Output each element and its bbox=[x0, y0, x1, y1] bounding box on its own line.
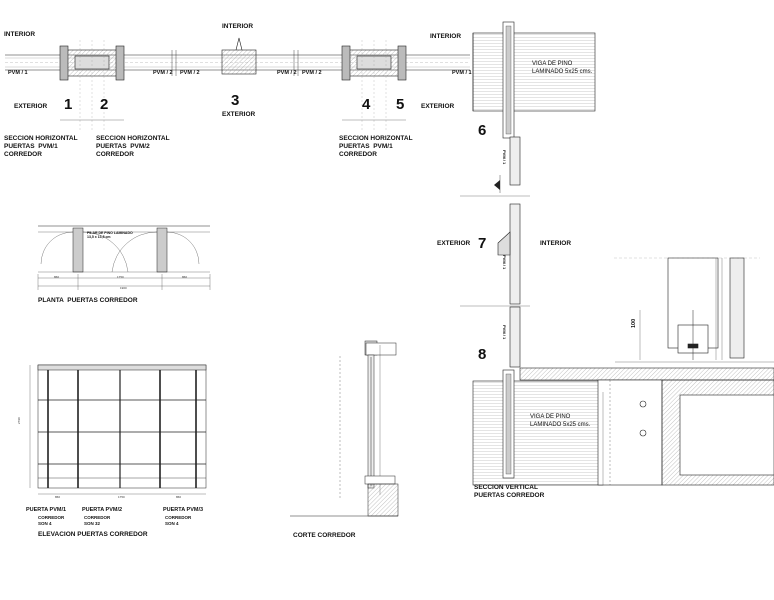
pvm2-tag-c: PVM / 2 bbox=[277, 70, 297, 76]
pvm1-vertical-tag-c: PVM / 1 bbox=[502, 325, 507, 340]
elev-dim-height: 2790 bbox=[17, 417, 21, 424]
elev-dim-c: 860 bbox=[176, 495, 182, 499]
door-pvm1-name: PUERTA PVM/1 bbox=[26, 507, 67, 513]
caption-corte: CORTE CORREDOR bbox=[293, 532, 356, 539]
caption-planta: PLANTA PUERTAS CORREDOR bbox=[38, 297, 138, 304]
caption-vertical-section: SECCION VERTICAL PUERTAS CORREDOR bbox=[474, 484, 545, 499]
elevacion bbox=[29, 364, 207, 495]
door-pvm2-sub: CORREDOR SON 32 bbox=[84, 515, 111, 526]
planta bbox=[37, 225, 211, 290]
detail-number-7: 7 bbox=[478, 235, 487, 252]
detail-number-5: 5 bbox=[396, 96, 405, 113]
caption-section-pvm1-left: SECCION HORIZONTAL PUERTAS PVM/1 CORREDO… bbox=[4, 135, 78, 158]
elev-dim-b: 1750 bbox=[118, 495, 125, 499]
dim-vertical-100: 100 bbox=[631, 318, 637, 328]
exterior-label-right: EXTERIOR bbox=[421, 103, 455, 110]
detail-number-4: 4 bbox=[362, 96, 371, 113]
pvm2-tag-b: PVM / 2 bbox=[180, 70, 200, 76]
exterior-label-center: EXTERIOR bbox=[222, 111, 256, 118]
door-pvm3-sub: CORREDOR SON 4 bbox=[165, 515, 192, 526]
beam-label-top: VIGA DE PINO LAMINADO 5x25 cms. bbox=[532, 61, 593, 75]
pvm1-tag-a: PVM / 1 bbox=[8, 70, 28, 76]
door-pvm3-name: PUERTA PVM/3 bbox=[163, 507, 204, 513]
caption-section-pvm2: SECCION HORIZONTAL PUERTAS PVM/2 CORREDO… bbox=[96, 135, 170, 158]
detail-number-3: 3 bbox=[231, 92, 240, 109]
door-pvm1-sub: CORREDOR SON 4 bbox=[38, 515, 65, 526]
pvm2-tag-d: PVM / 2 bbox=[302, 70, 322, 76]
pvm2-tag-a: PVM / 2 bbox=[153, 70, 173, 76]
door-pvm2-name: PUERTA PVM/2 bbox=[82, 507, 123, 513]
vertical-section bbox=[460, 21, 774, 486]
planta-dim-total: 1900 bbox=[120, 286, 127, 290]
detail-number-8: 8 bbox=[478, 346, 487, 363]
corte bbox=[290, 340, 399, 517]
detail-number-1: 1 bbox=[64, 96, 73, 113]
interior-label-left: INTERIOR bbox=[4, 31, 36, 38]
pvm1-tag-b: PVM / 1 bbox=[452, 70, 472, 76]
exterior-label-vertical: EXTERIOR bbox=[437, 240, 471, 247]
detail-number-6: 6 bbox=[478, 122, 487, 139]
detail-number-2: 2 bbox=[100, 96, 109, 113]
pillar-label: PILAR DE PINO LAMINADO 13,5 x 13,5 cm bbox=[87, 231, 133, 239]
elev-dim-a: 860 bbox=[55, 495, 61, 499]
pvm1-vertical-tag-b: PVM / 1 bbox=[502, 255, 507, 270]
interior-label-center: INTERIOR bbox=[222, 23, 254, 30]
beam-label-bottom: VIGA DE PINO LAMINADO 5x25 cms. bbox=[530, 414, 591, 428]
caption-section-pvm1-right: SECCION HORIZONTAL PUERTAS PVM/1 CORREDO… bbox=[339, 135, 413, 158]
planta-dim-c: 860 bbox=[182, 275, 188, 279]
interior-label-vertical: INTERIOR bbox=[540, 240, 572, 247]
pvm1-vertical-tag-a: PVM / 1 bbox=[502, 150, 507, 165]
exterior-label-left: EXTERIOR bbox=[14, 103, 48, 110]
interior-label-right: INTERIOR bbox=[430, 33, 462, 40]
horizontal-sections bbox=[5, 37, 470, 130]
planta-dim-b: 1750 bbox=[117, 275, 124, 279]
caption-elevacion: ELEVACION PUERTAS CORREDOR bbox=[38, 531, 148, 538]
planta-dim-a: 860 bbox=[54, 275, 60, 279]
